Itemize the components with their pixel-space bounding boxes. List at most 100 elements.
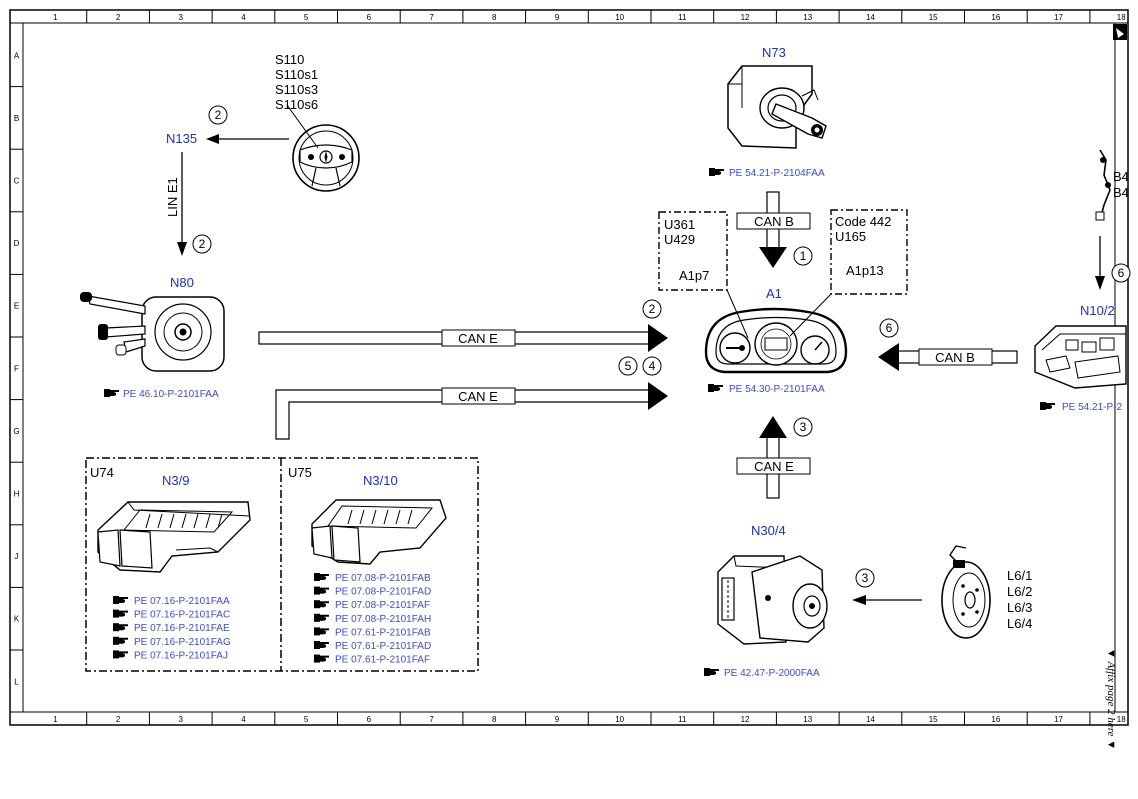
grid-row-label: D (14, 239, 20, 248)
can-e-vertical-label: CAN E (754, 459, 794, 474)
corner-mark-icon (1113, 24, 1127, 40)
grid-row-label: B (14, 114, 19, 123)
grid-col-label: 14 (866, 715, 875, 724)
grid-col-label: 7 (429, 715, 434, 724)
callout-n10: 6 (879, 318, 899, 338)
grid-col-label: 18 (1117, 715, 1126, 724)
callout-n135-top-text: 2 (215, 108, 222, 122)
grid-col-label: 2 (116, 13, 121, 22)
callout-can-b-top-text: 1 (800, 249, 807, 263)
b4-label-1: B4 (1113, 185, 1129, 200)
callout-a1-left-4: 4 (642, 356, 662, 376)
n80-label: N80 (170, 275, 194, 290)
grid-col-label: 6 (367, 715, 372, 724)
grid-col-label: 13 (803, 715, 812, 724)
code-box-right-line-1: U165 (835, 229, 866, 244)
callout-n10-text: 6 (886, 321, 893, 335)
grid-row-label: A (14, 51, 20, 60)
ref-pointer-icon (113, 609, 128, 618)
n80-ref[interactable]: PE 46.10-P-2101FAA (123, 389, 219, 400)
callout-n135-top: 2 (208, 105, 228, 125)
callout-n30: 3 (855, 568, 875, 588)
l6-label-2: L6/3 (1007, 600, 1032, 615)
grid-col-label: 13 (803, 13, 812, 22)
grid-row-label: H (14, 490, 20, 499)
n30-4-label: N30/4 (751, 523, 786, 538)
ref-link[interactable]: PE 07.61-P-2101FAB (335, 627, 431, 638)
grid-row-label: C (14, 177, 20, 186)
n30-4-esp-unit (717, 555, 828, 645)
callout-a1-left-5: 5 (618, 356, 638, 376)
grid-col-label: 15 (929, 13, 938, 22)
l6-label-1: L6/2 (1007, 584, 1032, 599)
callout-can-b-top: 1 (793, 246, 813, 266)
n3-10-code: U75 (288, 465, 312, 480)
ref-link[interactable]: PE 07.16-P-2101FAJ (134, 650, 228, 661)
ref-link[interactable]: PE 07.16-P-2101FAE (134, 623, 230, 634)
callout-a1-left-top-text: 2 (649, 302, 656, 316)
ref-link[interactable]: PE 07.08-P-2101FAD (335, 587, 431, 598)
grid-col-label: 15 (929, 715, 938, 724)
s110-label-2: S110s3 (275, 82, 318, 97)
s110-label-0: S110 (275, 52, 304, 67)
ref-link[interactable]: PE 07.08-P-2101FAB (335, 573, 431, 584)
ref-pointer-icon (113, 623, 128, 632)
grid-col-label: 6 (367, 13, 372, 22)
ref-link[interactable]: PE 07.16-P-2101FAG (134, 637, 231, 648)
can-b-right-bus: CAN B (878, 343, 1018, 371)
ref-pointer-icon (314, 573, 329, 581)
ref-pointer-icon (314, 627, 329, 636)
affix-note: ▼ Affix page 2 here ▼ (1105, 648, 1117, 750)
callout-n135-down: 2 (192, 234, 212, 254)
grid-col-label: 10 (615, 715, 624, 724)
grid-col-label: 11 (678, 715, 687, 724)
grid-row-label: F (14, 364, 19, 373)
grid-col-label: 12 (741, 715, 750, 724)
grid-col-label: 10 (615, 13, 624, 22)
s110-label-3: S110s6 (275, 97, 318, 112)
callout-n30-text: 3 (862, 571, 869, 585)
code-box-left-line-1: U429 (664, 232, 695, 247)
ref-link[interactable]: PE 07.08-P-2101FAF (335, 600, 430, 611)
callout-a1-bottom-text: 3 (800, 420, 807, 434)
n73-ref[interactable]: PE 54.21-P-2104FAA (729, 168, 825, 179)
n80-steering-column-module (80, 292, 225, 372)
grid-row-label: J (15, 552, 19, 561)
callout-n135-down-text: 2 (199, 237, 206, 251)
l6-wheel-speed-sensor (941, 545, 991, 639)
ref-link[interactable]: PE 07.08-P-2101FAH (335, 614, 431, 625)
grid-col-label: 12 (741, 13, 750, 22)
a1-instrument-cluster (704, 289, 848, 374)
grid-row-label: G (13, 427, 19, 436)
grid-col-label: 9 (555, 13, 560, 22)
n30-4-ref[interactable]: PE 42.47-P-2000FAA (724, 668, 820, 679)
n3-10-label: N3/10 (363, 473, 398, 488)
code-box-right-sub: A1p13 (846, 263, 884, 278)
ref-link[interactable]: PE 07.16-P-2101FAC (134, 610, 230, 621)
ref-link[interactable]: PE 07.16-P-2101FAA (134, 596, 230, 607)
can-b-top-bus: CAN B (736, 191, 811, 268)
grid-col-label: 4 (241, 13, 246, 22)
grid-col-label: 14 (866, 13, 875, 22)
code-box-left-line-0: U361 (664, 217, 695, 232)
grid-row-label: K (14, 615, 20, 624)
arrowhead-n10 (1095, 276, 1105, 290)
grid-col-label: 5 (304, 715, 309, 724)
callout-a1-left-5-text: 5 (625, 359, 632, 373)
a1-ref[interactable]: PE 54.30-P-2101FAA (729, 384, 825, 395)
arrowhead-n30 (852, 595, 866, 605)
n3-10-ecu-drawing (311, 499, 447, 565)
ref-link[interactable]: PE 07.61-P-2101FAD (335, 641, 431, 652)
callout-a1-left-4-text: 4 (649, 359, 656, 373)
s110-label-1: S110s1 (275, 67, 318, 82)
callout-a1-left-top: 2 (642, 299, 662, 319)
n73-ref-icon (709, 168, 724, 176)
grid-col-label: 8 (492, 13, 497, 22)
grid-col-label: 17 (1054, 715, 1063, 724)
n10-2-ref[interactable]: PE 54.21-P-2 (1062, 402, 1122, 413)
ref-link[interactable]: PE 07.61-P-2101FAF (335, 655, 430, 666)
arrowhead-n135 (206, 134, 219, 144)
can-e-vertical-bus: CAN E (736, 416, 811, 499)
page-frame (9, 9, 1129, 726)
